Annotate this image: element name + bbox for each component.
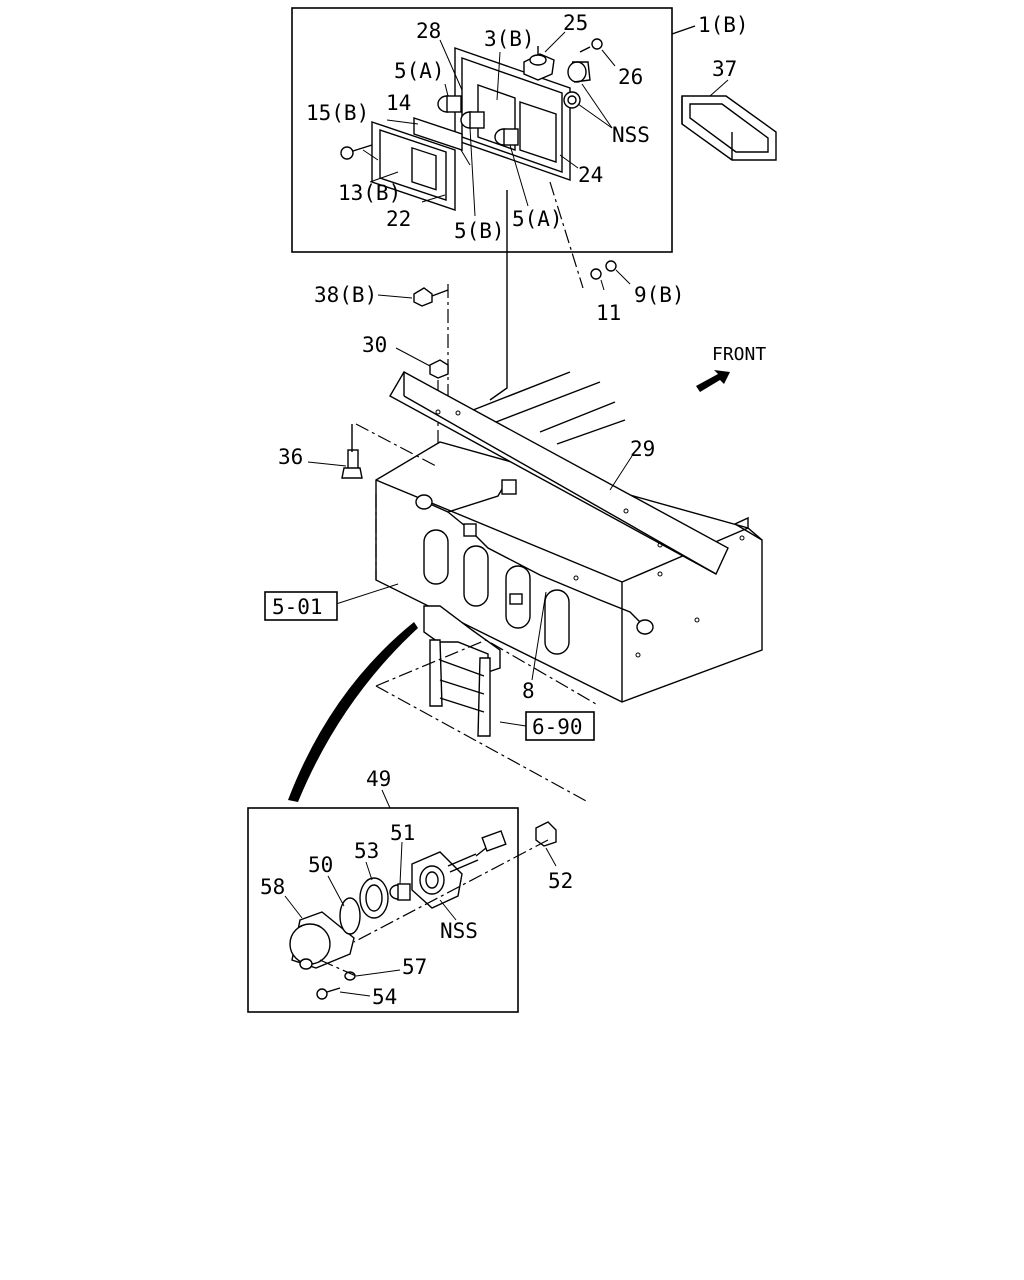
ref-label-5-01: 5-01 xyxy=(272,595,323,619)
screw-icon xyxy=(579,38,603,53)
tail-lamp-bracket-6-90 xyxy=(423,605,501,737)
label-26: 26 xyxy=(618,65,643,89)
label-3b: 3(B) xyxy=(484,27,535,51)
tail-lamp-detail-box xyxy=(291,7,673,253)
lamp-housing-37 xyxy=(681,95,777,161)
ref-box-5-01 xyxy=(264,591,338,621)
label-52: 52 xyxy=(548,869,573,893)
label-5b: 5(B) xyxy=(454,219,505,243)
license-lamp-detail-box xyxy=(247,807,519,1013)
bolt-icon xyxy=(413,287,449,307)
connector-52 xyxy=(535,821,557,847)
ring-53 xyxy=(359,877,389,919)
label-1b: 1(B) xyxy=(698,13,749,37)
label-54: 54 xyxy=(372,985,397,1009)
gasket-50 xyxy=(339,897,361,935)
label-36: 36 xyxy=(278,445,303,469)
label-5a-bottom: 5(A) xyxy=(512,207,563,231)
label-nss-top: NSS xyxy=(612,123,650,147)
label-15b: 15(B) xyxy=(306,101,369,125)
tail-lamp-housing xyxy=(454,47,571,181)
label-front: FRONT xyxy=(712,344,766,365)
label-58: 58 xyxy=(260,875,285,899)
label-28: 28 xyxy=(416,19,441,43)
bulb-icon xyxy=(437,95,519,146)
detail-callout-arrow xyxy=(288,622,418,802)
label-14: 14 xyxy=(386,91,411,115)
label-57: 57 xyxy=(402,955,427,979)
bulb-icon xyxy=(389,883,411,901)
label-25: 25 xyxy=(563,11,588,35)
label-13b: 13(B) xyxy=(338,181,401,205)
center-line xyxy=(549,181,584,289)
label-49: 49 xyxy=(366,767,391,791)
leader-lines-top xyxy=(362,31,616,217)
label-50: 50 xyxy=(308,853,333,877)
front-arrow-icon xyxy=(696,370,730,392)
bolt-icon xyxy=(341,424,363,479)
lens-plate xyxy=(371,117,463,211)
label-22: 22 xyxy=(386,207,411,231)
ref-label-6-90: 6-90 xyxy=(532,715,583,739)
ref-box-6-90 xyxy=(525,711,595,741)
socket-icon xyxy=(523,46,555,81)
label-53: 53 xyxy=(354,839,379,863)
label-9b: 9(B) xyxy=(634,283,685,307)
label-24: 24 xyxy=(578,163,603,187)
label-51: 51 xyxy=(390,821,415,845)
socket-body xyxy=(411,830,507,909)
label-29: 29 xyxy=(630,437,655,461)
screw-icon xyxy=(340,144,373,160)
label-nss-bottom: NSS xyxy=(440,919,478,943)
harness-line xyxy=(489,190,508,401)
cap-icon xyxy=(563,61,591,109)
label-30: 30 xyxy=(362,333,387,357)
label-8: 8 xyxy=(522,679,535,703)
label-38b: 38(B) xyxy=(314,283,377,307)
wiring-harness-8 xyxy=(415,479,654,635)
lamp-lens-58 xyxy=(289,911,355,970)
screw-icon xyxy=(316,971,356,1000)
nut-icon xyxy=(429,359,449,379)
label-11: 11 xyxy=(596,301,621,325)
label-37: 37 xyxy=(712,57,737,81)
mounting-bracket-29 xyxy=(389,371,729,575)
label-5a-top: 5(A) xyxy=(394,59,445,83)
